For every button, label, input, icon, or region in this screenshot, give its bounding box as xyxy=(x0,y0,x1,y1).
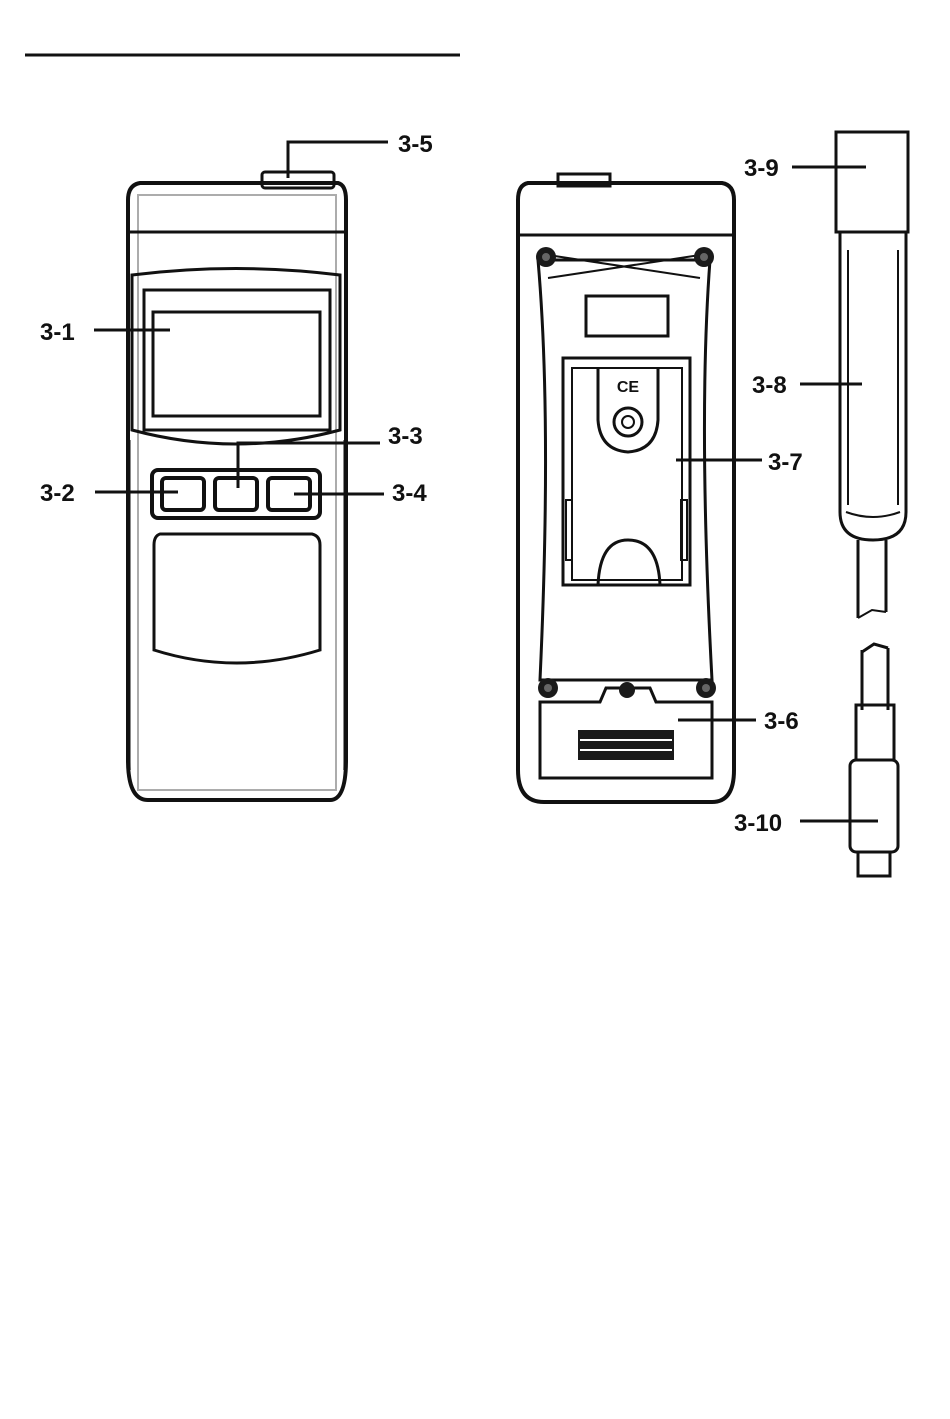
probe-cable-lower xyxy=(862,644,888,710)
callout-3-10: 3-10 xyxy=(734,810,878,837)
label-3-10: 3-10 xyxy=(734,810,782,837)
lcd-screen xyxy=(153,312,320,416)
back-body xyxy=(518,183,734,802)
label-3-1: 3-1 xyxy=(40,319,75,346)
label-3-6: 3-6 xyxy=(764,708,799,735)
stand-hinge xyxy=(614,408,642,436)
button-left xyxy=(162,478,204,510)
label-3-8: 3-8 xyxy=(752,372,787,399)
probe-cap xyxy=(836,132,908,232)
display-bezel xyxy=(132,269,340,445)
probe-plug-tip xyxy=(858,852,890,876)
probe xyxy=(836,132,908,876)
label-3-9: 3-9 xyxy=(744,155,779,182)
label-plate xyxy=(586,296,668,336)
callout-3-6: 3-6 xyxy=(678,708,799,735)
callout-3-4: 3-4 xyxy=(294,480,427,507)
sensor-socket xyxy=(262,172,334,188)
front-lower-panel xyxy=(154,534,320,663)
label-3-7: 3-7 xyxy=(768,449,803,476)
callout-3-7: 3-7 xyxy=(676,449,803,476)
probe-handle xyxy=(840,232,906,540)
callout-3-2: 3-2 xyxy=(40,480,178,507)
label-3-2: 3-2 xyxy=(40,480,75,507)
probe-plug xyxy=(850,760,898,852)
back-view: CE xyxy=(518,174,734,802)
callout-3-9: 3-9 xyxy=(744,155,866,182)
label-3-5: 3-5 xyxy=(398,131,433,158)
label-3-3: 3-3 xyxy=(388,423,423,450)
label-3-4: 3-4 xyxy=(392,480,427,507)
button-middle xyxy=(215,478,257,510)
ce-mark: CE xyxy=(617,379,640,396)
stand-cutout xyxy=(598,540,660,585)
battery-grip xyxy=(578,730,674,760)
callout-3-8: 3-8 xyxy=(752,372,862,399)
callout-3-1: 3-1 xyxy=(40,319,170,346)
